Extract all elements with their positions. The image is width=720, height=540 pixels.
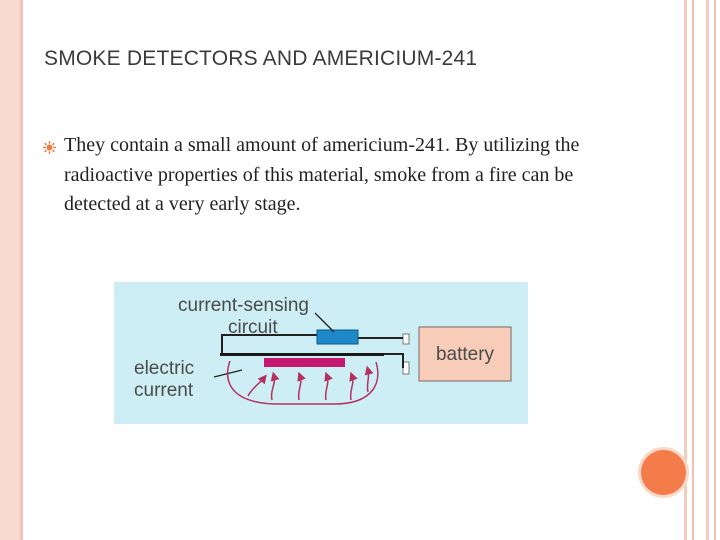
circuit-label-line1: current-sensing bbox=[178, 295, 309, 316]
battery bbox=[418, 326, 512, 382]
circuit-wire bbox=[221, 334, 317, 354]
battery-terminal bbox=[402, 333, 410, 345]
current-arrow bbox=[364, 365, 374, 393]
right-decorative-line bbox=[714, 0, 716, 540]
bullet-text: They contain a small amount of americium… bbox=[64, 134, 580, 215]
circuit-label-line2: circuit bbox=[228, 317, 278, 338]
current-label-line2: current bbox=[134, 380, 194, 401]
slide-title: SMOKE DETECTORS AND AMERICIUM-241 bbox=[44, 47, 478, 70]
current-label-line1: electric bbox=[134, 358, 194, 379]
circuit-wire bbox=[380, 353, 404, 368]
detector-plate-top bbox=[220, 353, 384, 356]
americium-source bbox=[264, 358, 345, 367]
current-loop bbox=[226, 360, 379, 405]
smoke-detector-diagram: battery current-sensing circuit electric… bbox=[114, 282, 528, 424]
left-decorative-line bbox=[20, 0, 23, 540]
current-sensor bbox=[316, 329, 359, 345]
right-decorative-line bbox=[692, 0, 694, 540]
right-decorative-line bbox=[684, 0, 687, 540]
current-arrow bbox=[270, 371, 280, 401]
sun-bullet-icon bbox=[43, 141, 56, 154]
current-arrow bbox=[324, 371, 333, 401]
pointer-line bbox=[314, 312, 335, 333]
battery-label: battery bbox=[436, 344, 495, 365]
right-decorative-line bbox=[706, 0, 709, 540]
current-arrow bbox=[247, 374, 267, 397]
current-arrow bbox=[297, 371, 306, 401]
decorative-circle bbox=[641, 450, 686, 495]
current-arrow bbox=[349, 371, 358, 401]
left-decorative-band bbox=[0, 0, 20, 540]
